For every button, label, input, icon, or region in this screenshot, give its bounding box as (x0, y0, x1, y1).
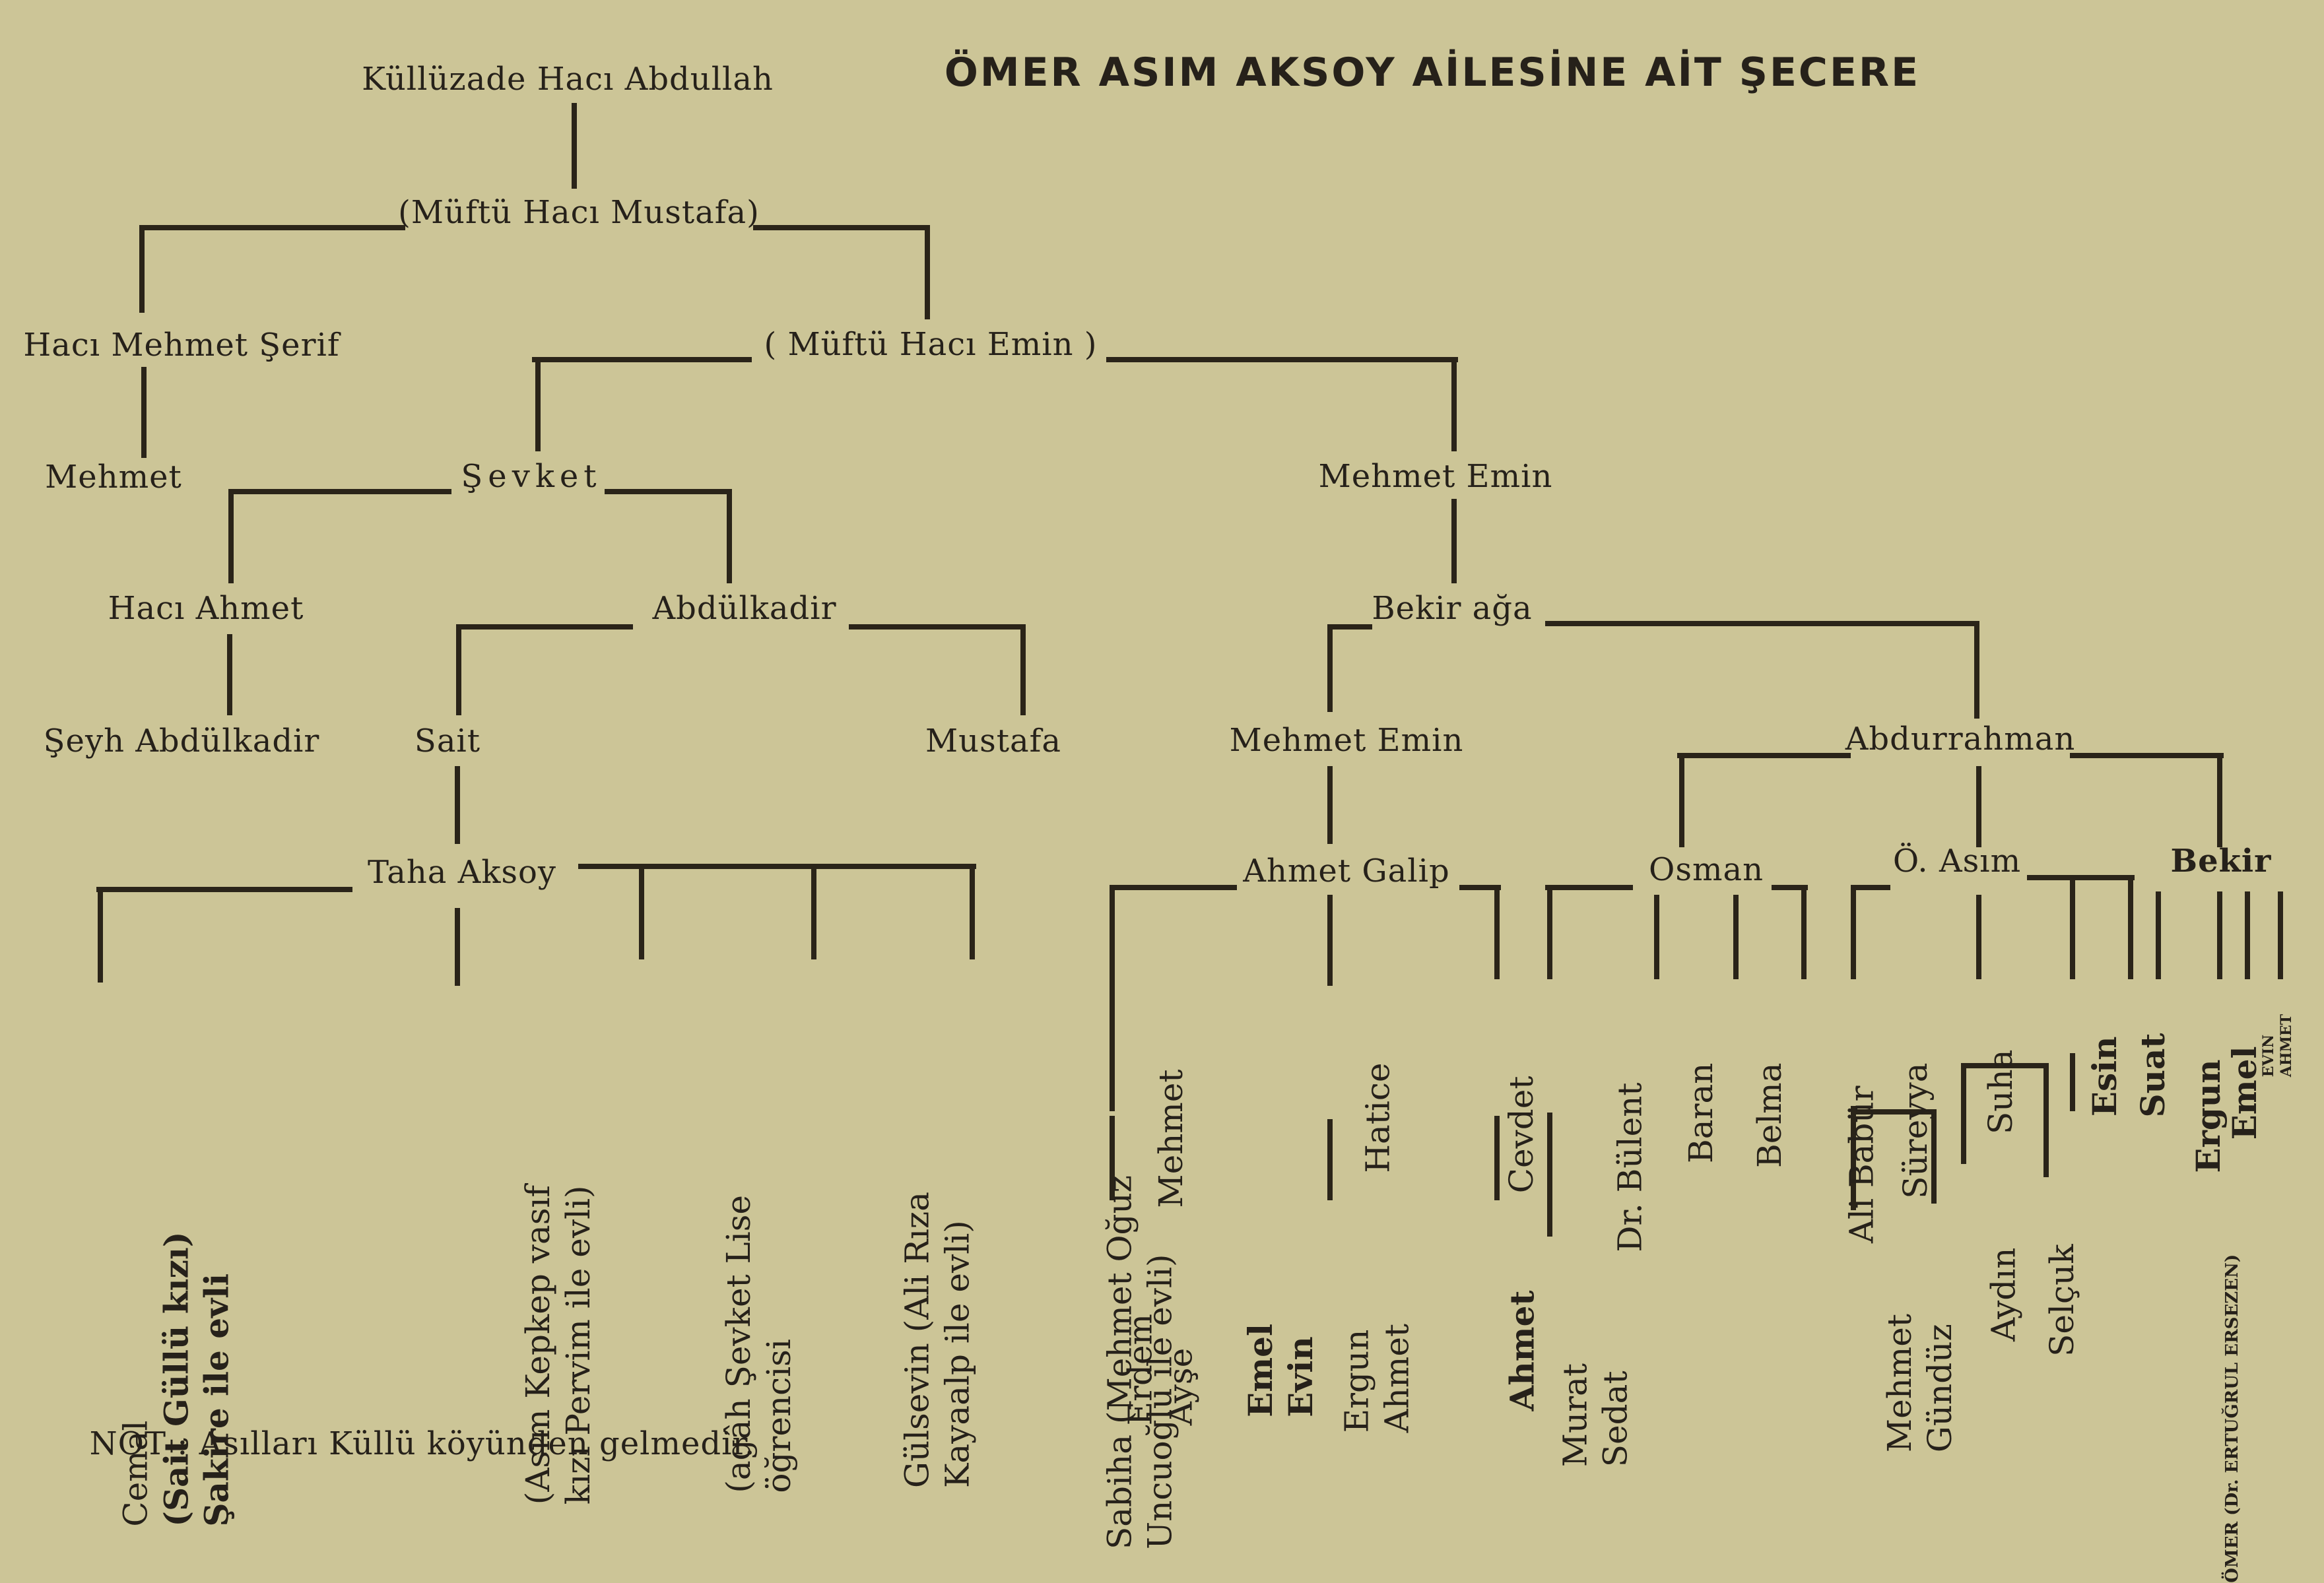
child-dr-bulent: Dr. Bülent (1610, 1082, 1649, 1252)
child-baran: Baran (1682, 1062, 1721, 1163)
child-belma: Belma (1750, 1062, 1789, 1169)
child-gulsevin: Gülsevin (Ali Rıza Kayaalp ile evli) (898, 1192, 977, 1488)
person-abdulkadir: Abdülkadir (652, 590, 837, 627)
child-esin: Esin (2084, 1036, 2124, 1117)
person-mehmet-serif: Hacı Mehmet Şerif (23, 327, 340, 364)
person-mufti-mustafa: (Müftü Hacı Mustafa) (398, 194, 760, 231)
child-evin-ahmet: EVIN AHMET (2260, 1014, 2295, 1078)
child-cemal: Cemal (Sait Güllü kızı) Şakire ile evli (116, 1231, 236, 1527)
person-mehmet-emin-2: Mehmet Emin (1229, 722, 1464, 759)
grandchild-aydin: Aydın (1984, 1247, 2023, 1342)
child-mehmet: Mehmet (1152, 1069, 1191, 1208)
child-sureyya: Süreyya (1896, 1062, 1935, 1199)
person-mehmet: Mehmet (45, 459, 182, 496)
person-osman: Osman (1648, 851, 1764, 888)
person-mufti-emin: ( Müftü Hacı Emin ) (764, 326, 1098, 363)
grandchild-selcuk: Selçuk (2043, 1244, 2082, 1357)
grandchild-emel-evin: Emel Evin (1240, 1324, 1320, 1417)
child-suha: Suha (1981, 1049, 2020, 1134)
footnote: NOT : Asılları Küllü köyünden gelmedir. (89, 1425, 756, 1462)
person-haci-ahmet: Hacı Ahmet (108, 590, 304, 627)
child-pervim: (Asım Kepkep vasıf kızı Pervim ile evli) (519, 1185, 598, 1505)
grandchild-omer-ersezen: ÖMER (Dr. ERTUĞRUL ERSEZEN) (2222, 1254, 2243, 1583)
page-title: ÖMER ASIM AKSOY AİLESİNE AİT ŞECERE (944, 49, 1921, 96)
child-cevdet: Cevdet (1502, 1076, 1541, 1194)
grandchild-mehmet-gunduz: Mehmet Gündüz (1880, 1314, 1960, 1453)
person-ahmet-galip: Ahmet Galip (1243, 853, 1450, 889)
person-abdurrahman: Abdurrahman (1845, 721, 2076, 758)
person-taha-aksoy: Taha Aksoy (367, 854, 557, 891)
tree-connector-lines (96, 103, 2283, 1237)
person-kulluzade: Küllüzade Hacı Abdullah (362, 61, 774, 98)
child-hatice: Hatice (1358, 1062, 1397, 1173)
grandchild-erdem-ayse: Erdem Ayşe (1121, 1314, 1200, 1426)
family-tree-canvas: ÖMER ASIM AKSOY AİLESİNE AİT ŞECERE NOT … (23, 49, 2295, 1583)
grandchild-ergun-ahmet: Ergun Ahmet (1337, 1324, 1416, 1433)
person-o-asim: Ö. Asım (1892, 843, 2022, 880)
person-mustafa: Mustafa (925, 723, 1061, 759)
person-mehmet-emin-1: Mehmet Emin (1318, 458, 1553, 495)
person-bekir: Bekir (2170, 843, 2272, 880)
person-bekir-aga: Bekir ağa (1372, 590, 1533, 627)
child-emel: Emel (2224, 1046, 2264, 1140)
child-suat: Suat (2133, 1033, 2172, 1118)
person-sait: Sait (414, 723, 481, 759)
person-seyh-abdulkadir: Şeyh Abdülkadir (43, 723, 320, 759)
grandchild-ahmet: Ahmet (1502, 1290, 1542, 1411)
child-ali-babur: Ali Babür (1842, 1085, 1881, 1244)
person-sevket: Şevket (461, 458, 602, 495)
child-agah: (agâh Şevket Lise öğrencisi (719, 1195, 798, 1493)
grandchild-murat-sedat: Murat Sedat (1556, 1363, 1635, 1468)
child-ergun: Ergun (2189, 1059, 2228, 1173)
